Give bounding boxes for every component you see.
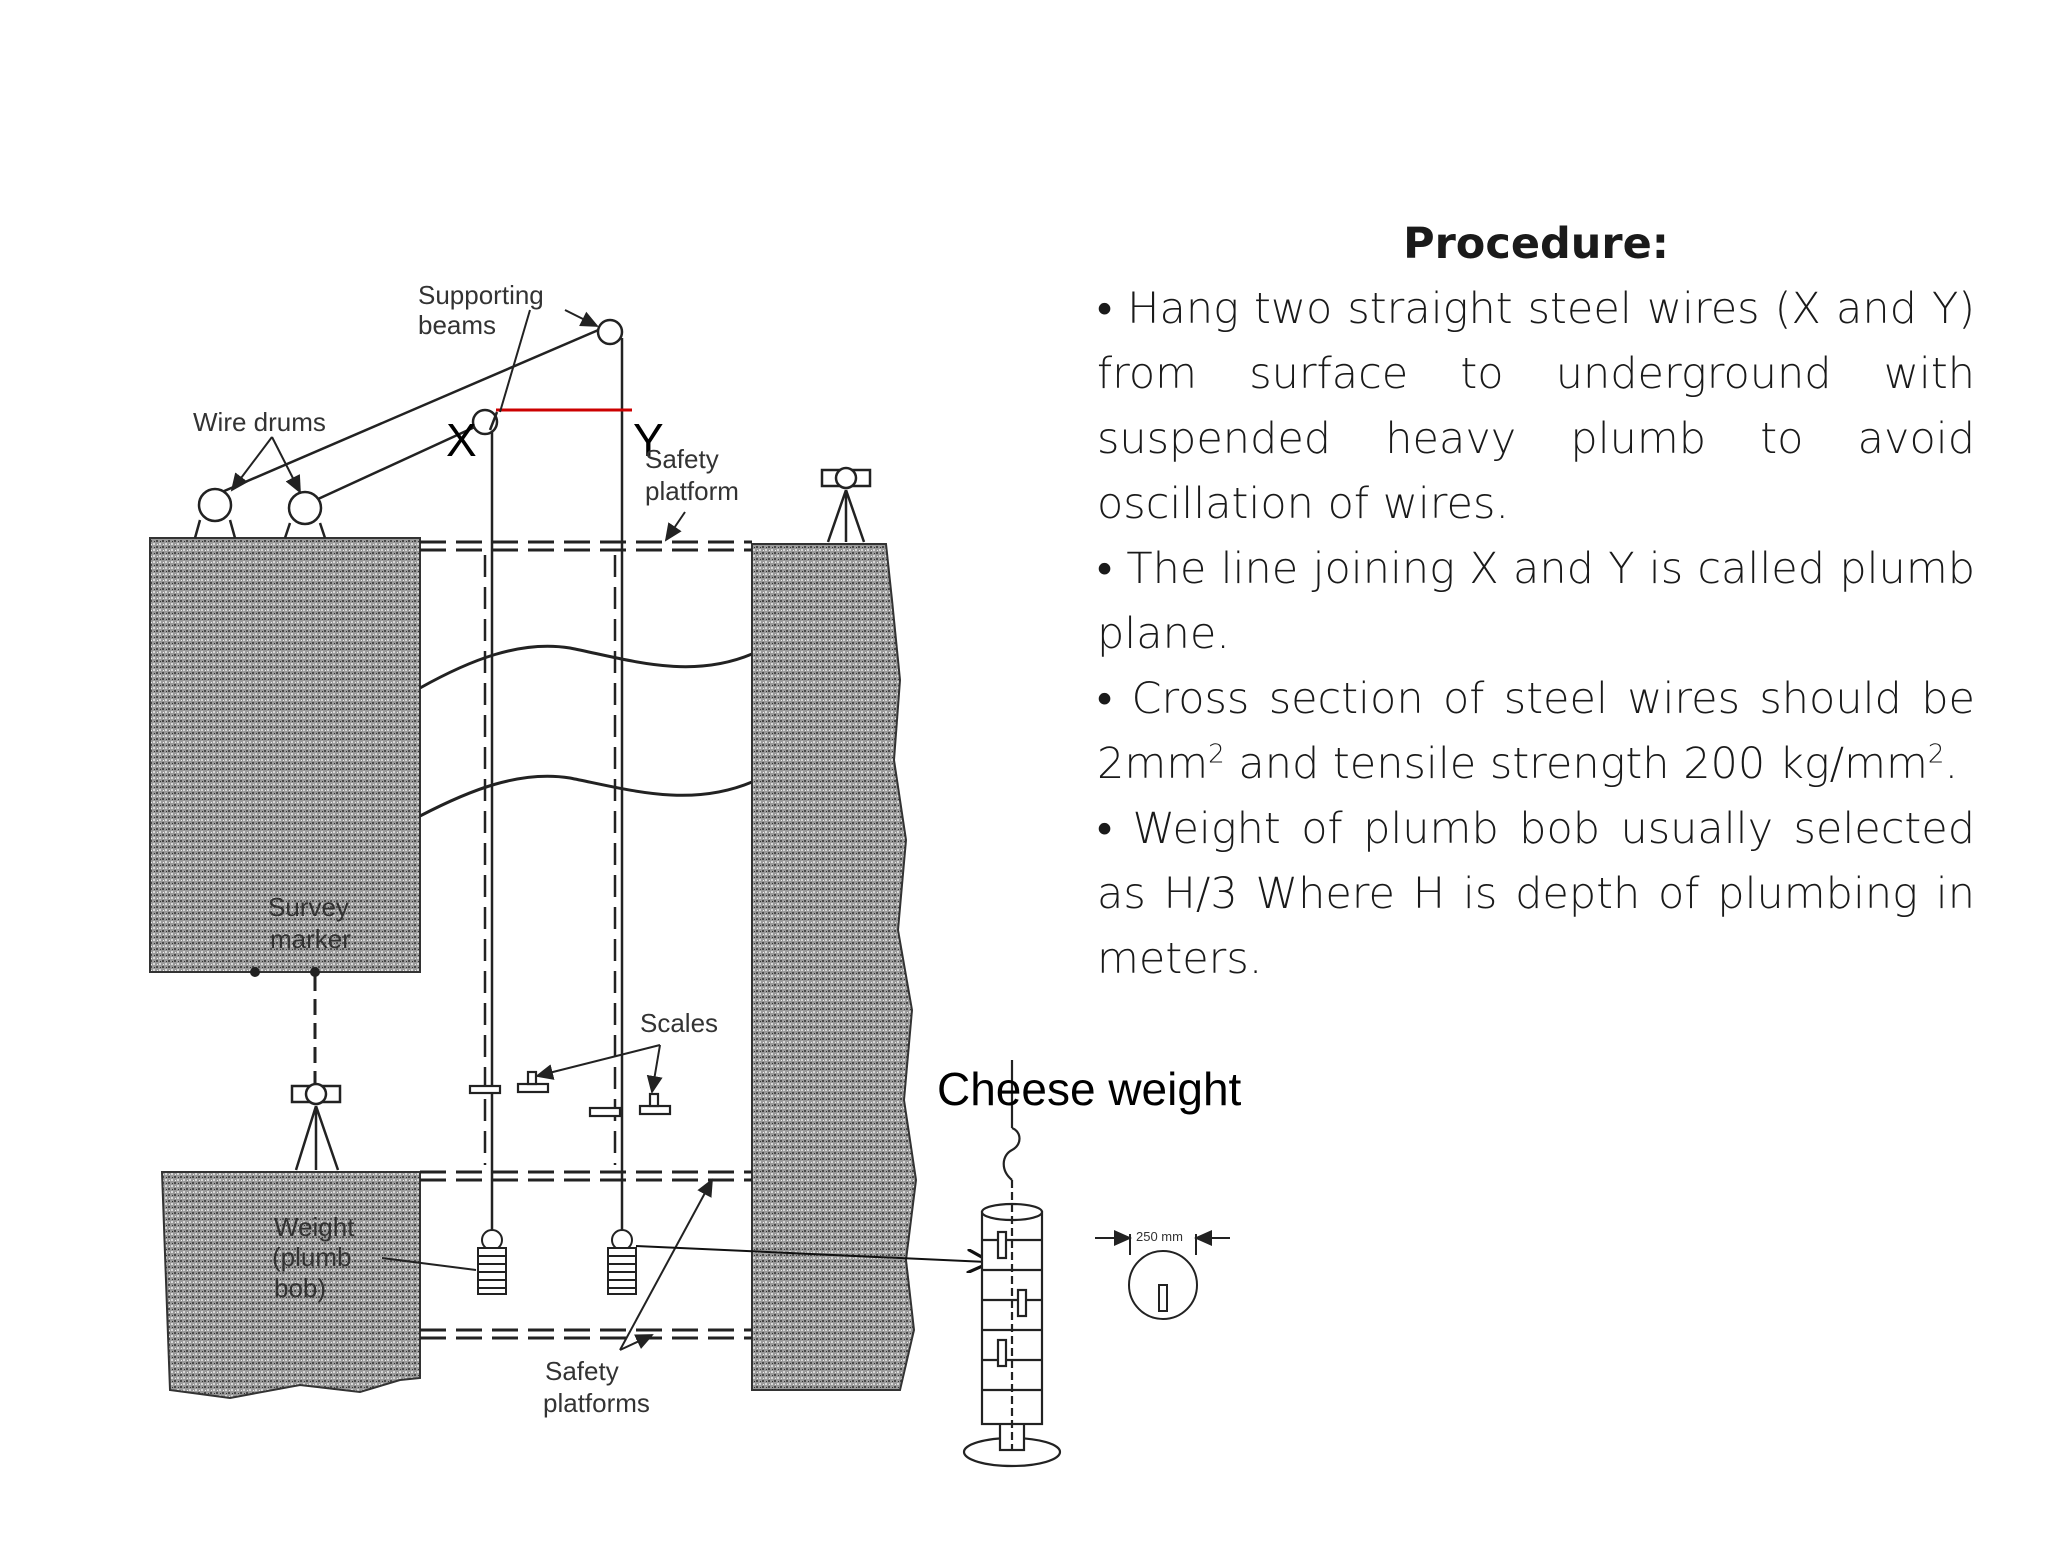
wire-x-hook — [488, 411, 499, 431]
label-bob: bob) — [274, 1273, 326, 1303]
survey-marker-dot-2 — [310, 967, 320, 977]
left-upper-rock — [149, 537, 421, 973]
item-3-part-1: • Cross section of steel wires should be… — [1097, 674, 1975, 789]
item-3-superscript-2: 2 — [1927, 739, 1945, 770]
label-supporting: Supporting — [418, 280, 544, 310]
procedure-item-2: • The line joining X and Y is called plu… — [1097, 544, 1975, 659]
wire-drum-1 — [193, 487, 237, 539]
cheese-plan-view — [1095, 1230, 1230, 1320]
label-plumb: (plumb — [272, 1242, 351, 1272]
label-platforms: platforms — [543, 1388, 650, 1418]
label-scales: Scales — [640, 1008, 718, 1038]
shaft-wave-upper — [419, 644, 753, 690]
label-marker: marker — [270, 924, 351, 954]
top-safety-platform — [420, 540, 752, 552]
procedure-text-block: Procedure: • Hang two straight steel wir… — [1097, 212, 1975, 992]
label-platform: platform — [645, 476, 739, 506]
wire-drum-line-b — [304, 418, 491, 507]
cheese-weight-figure — [962, 1060, 1062, 1468]
wire-drum-2 — [283, 490, 327, 539]
item-3-part-3: . — [1944, 739, 1959, 789]
label-safety: Safety — [645, 444, 719, 474]
procedure-title: Procedure: — [1403, 219, 1669, 269]
label-wire-y: Y — [633, 414, 664, 466]
item-3-part-2: and tensile strength 200 kg/mm — [1224, 739, 1928, 789]
shaft-wave-lower — [419, 774, 753, 818]
survey-marker-dot-1 — [250, 967, 260, 977]
theodolite-bottom — [290, 1082, 342, 1171]
scales — [468, 1070, 672, 1118]
plumb-bob-x — [477, 1229, 507, 1295]
label-250mm: 250 mm — [1136, 1229, 1183, 1244]
lower-safety-platforms — [420, 1170, 752, 1340]
label-beams: beams — [418, 310, 496, 340]
label-cheese-weight: Cheese weight — [937, 1063, 1242, 1115]
wire-drum-line-a — [214, 323, 611, 497]
label-pointers — [230, 309, 713, 1351]
label-survey: Survey — [268, 892, 349, 922]
label-wire-x: X — [446, 414, 477, 466]
right-rock — [751, 543, 918, 1391]
label-safety-2: Safety — [545, 1356, 619, 1386]
theodolite-top — [820, 466, 872, 543]
item-3-superscript-1: 2 — [1208, 739, 1225, 770]
procedure-item-4: • Weight of plumb bob usually selected a… — [1097, 804, 1975, 984]
left-lower-rock — [160, 1171, 421, 1400]
pulley-y — [596, 318, 624, 346]
procedure-item-1: • Hang two straight steel wires (X and Y… — [1097, 284, 1975, 529]
plumb-bob-y — [607, 1229, 637, 1295]
procedure-item-3: • Cross section of steel wires should be… — [1097, 667, 1975, 797]
cheese-weight-arrow — [635, 1245, 987, 1262]
label-wire-drums: Wire drums — [193, 407, 326, 437]
label-weight: Weight — [274, 1212, 355, 1242]
